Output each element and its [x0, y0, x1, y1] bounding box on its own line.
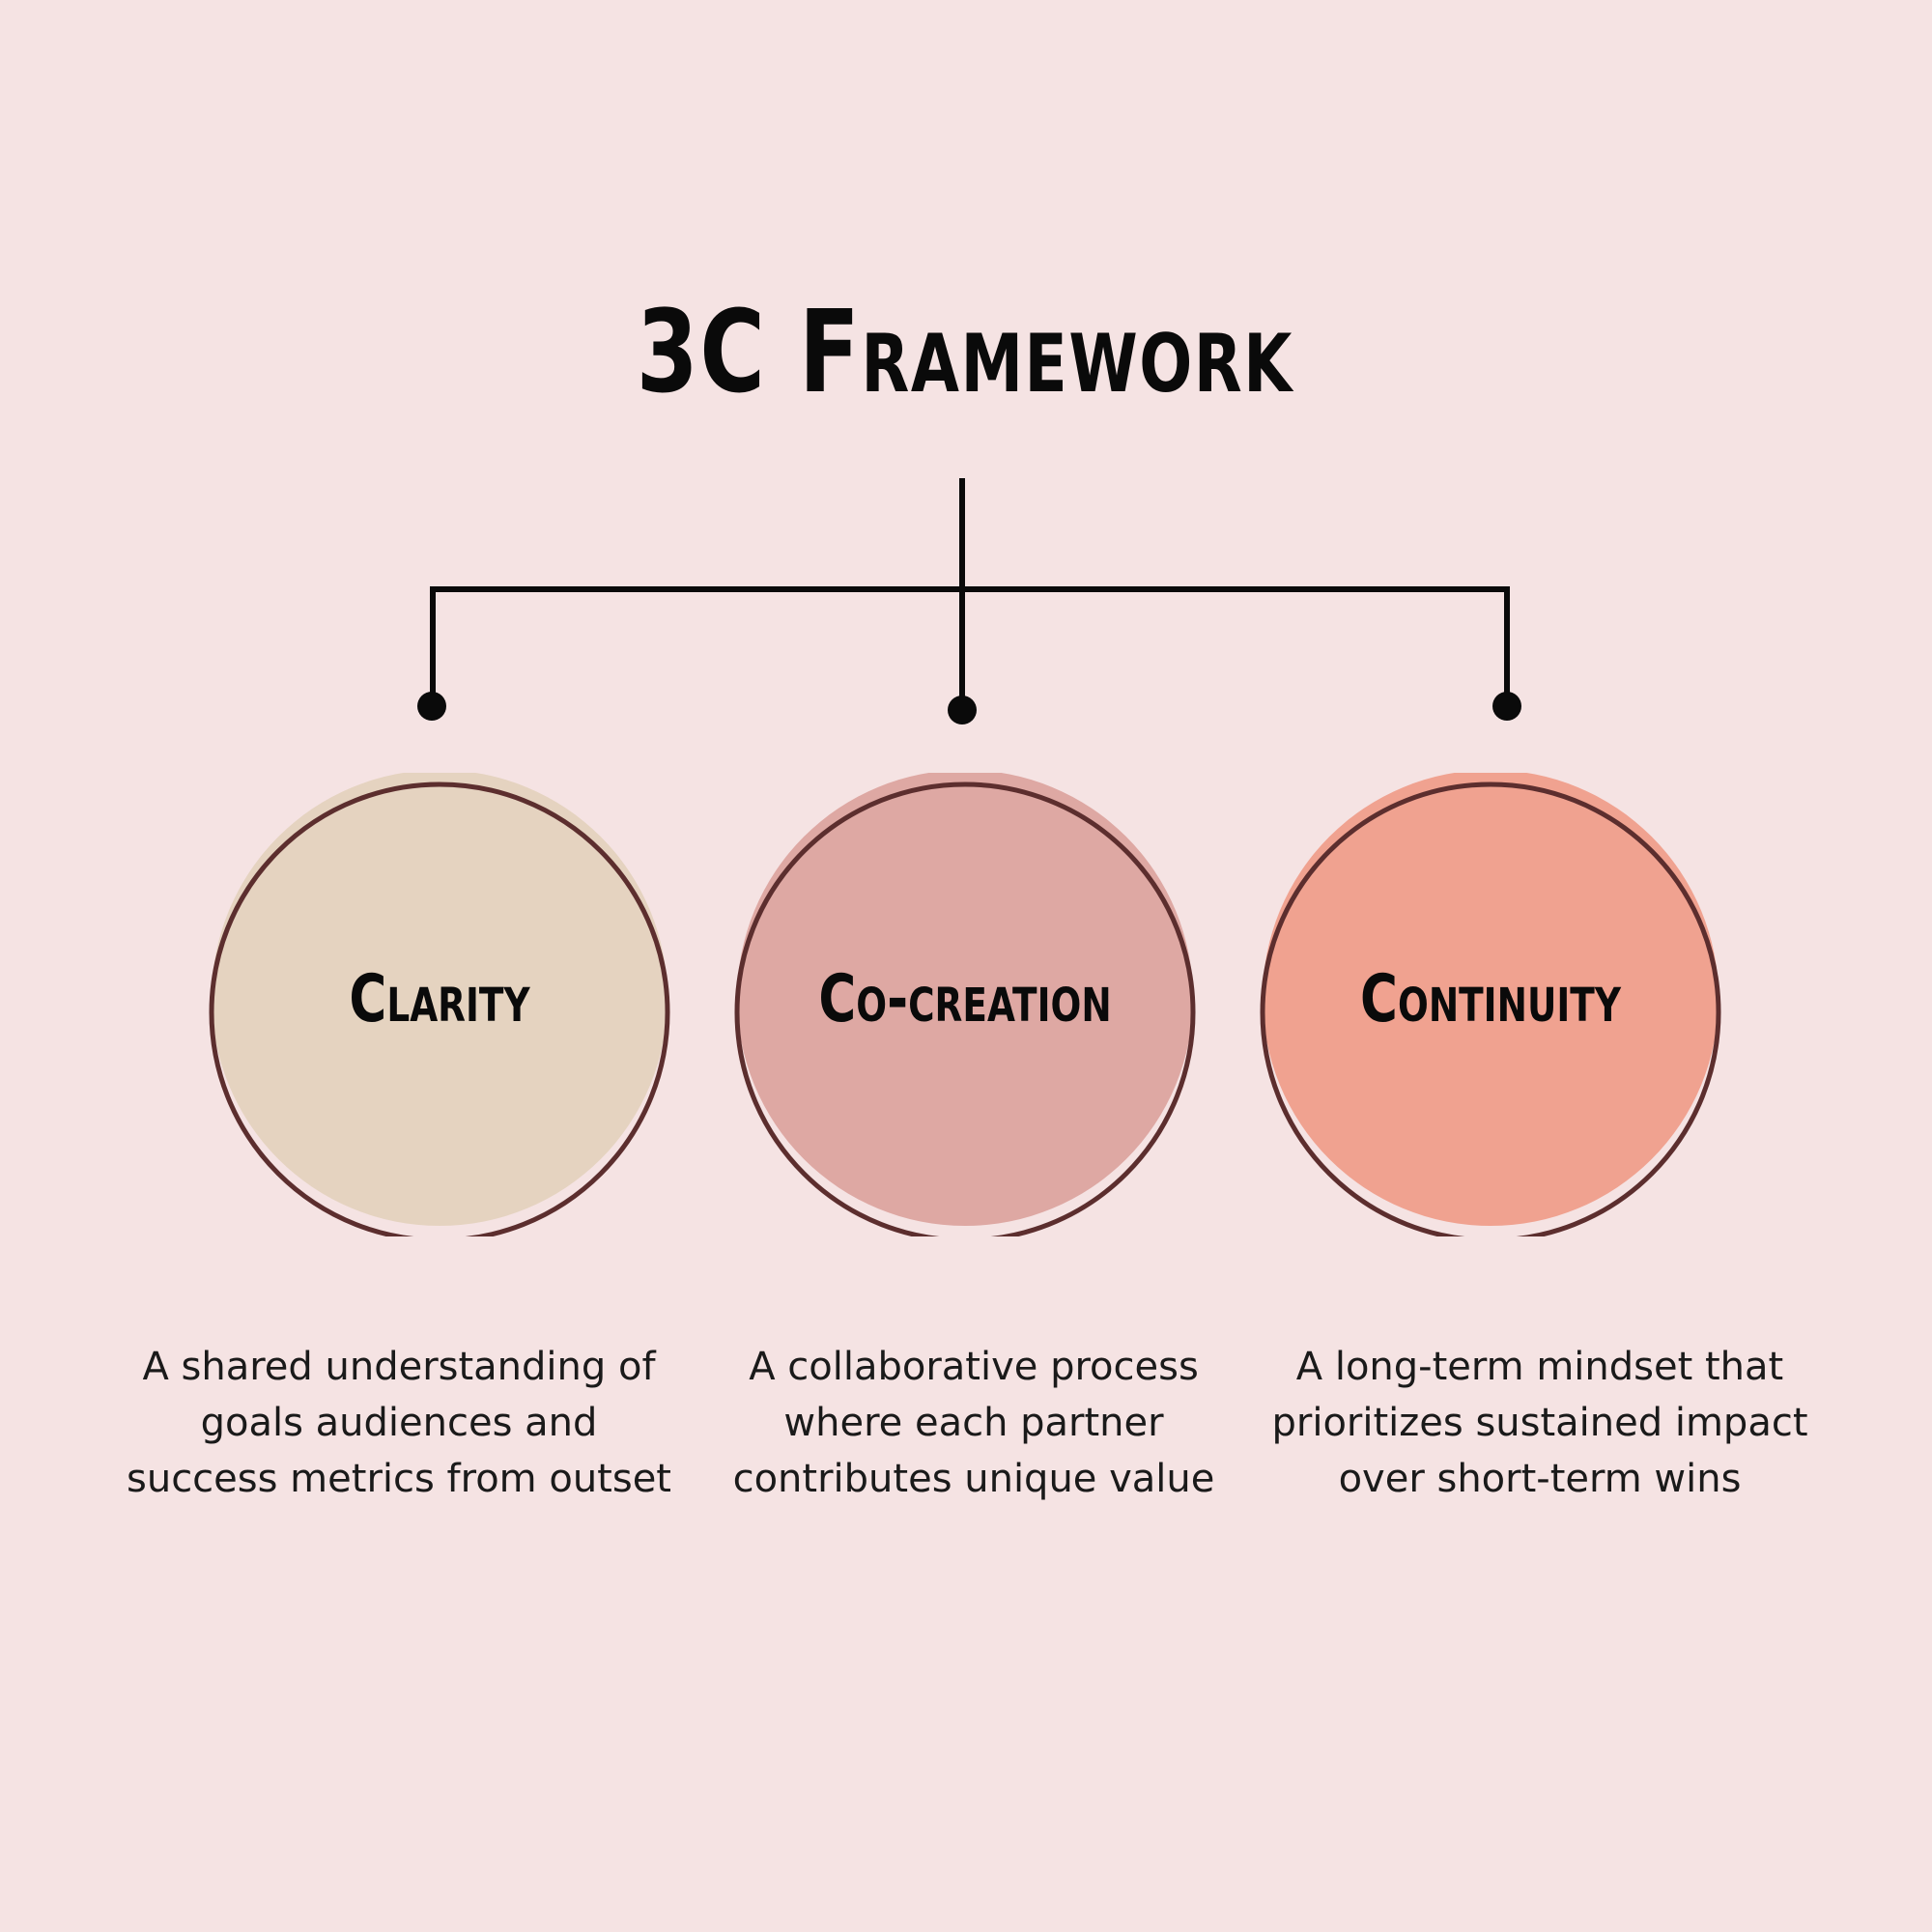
dot-clarity: [417, 692, 446, 721]
diagram-title: 3C Framework: [636, 285, 1294, 418]
desc-line: prioritizes sustained impact: [1271, 1401, 1808, 1445]
node-clarity: Clarity: [208, 770, 671, 1243]
desc-line: success metrics from outset: [127, 1457, 671, 1501]
desc-line: goals audiences and: [200, 1401, 598, 1445]
dot-cocreation: [948, 696, 977, 724]
label-clarity: Clarity: [349, 961, 530, 1037]
label-cocreation: Co-creation: [818, 961, 1112, 1037]
node-cocreation: Co-creation: [733, 770, 1197, 1243]
node-continuity: Continuity: [1259, 770, 1722, 1243]
desc-cocreation: A collaborative process where each partn…: [684, 1339, 1264, 1507]
label-continuity: Continuity: [1360, 961, 1621, 1037]
desc-continuity: A long-term mindset that prioritizes sus…: [1250, 1339, 1830, 1507]
branch-line: [430, 586, 1510, 710]
desc-line: where each partner: [783, 1401, 1164, 1445]
desc-clarity: A shared understanding of goals audience…: [109, 1339, 689, 1507]
desc-line: contributes unique value: [732, 1457, 1215, 1501]
dot-continuity: [1492, 692, 1521, 721]
desc-line: A collaborative process: [749, 1345, 1199, 1389]
desc-line: over short-term wins: [1338, 1457, 1742, 1501]
desc-line: A long-term mindset that: [1295, 1345, 1784, 1389]
desc-line: A shared understanding of: [142, 1345, 656, 1389]
